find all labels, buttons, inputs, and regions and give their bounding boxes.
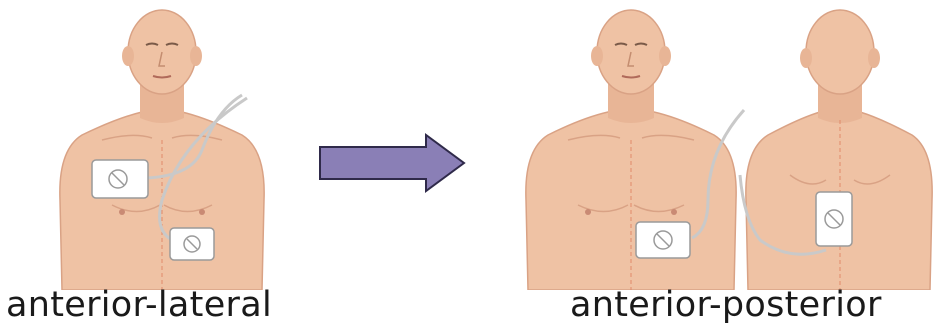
- caption-anterior-posterior: anterior-posterior: [570, 288, 882, 323]
- figure-anterior-posterior-front: [512, 0, 750, 290]
- figure-anterior-posterior-back: [730, 0, 940, 290]
- figure-anterior-lateral: [42, 0, 282, 290]
- electrode-pad: [636, 222, 690, 258]
- torso-back-illustration: [730, 0, 940, 290]
- right-arrow-icon: [318, 133, 468, 193]
- electrode-pad: [170, 228, 214, 260]
- caption-anterior-lateral: anterior-lateral: [6, 288, 272, 323]
- electrode-pad: [816, 192, 852, 246]
- torso-front-illustration: [512, 0, 750, 290]
- torso-front-illustration: [42, 0, 282, 290]
- electrode-pad: [92, 160, 148, 198]
